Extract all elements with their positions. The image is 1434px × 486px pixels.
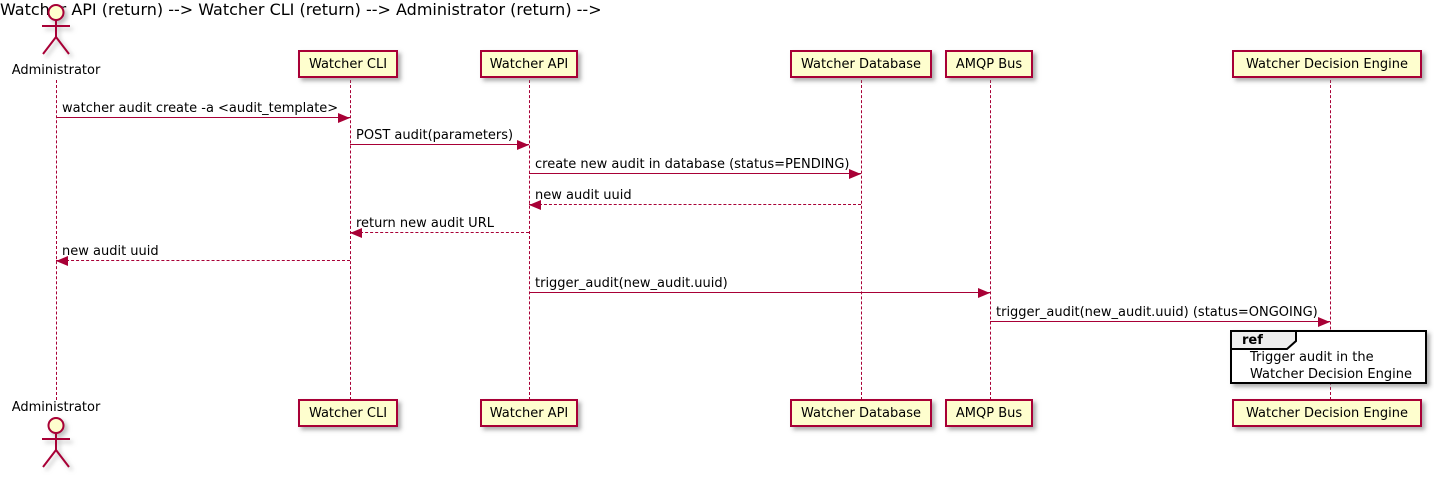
actor-label-top: Administrator	[11, 63, 101, 78]
participant-watcher-cli-top: Watcher CLI	[298, 50, 398, 78]
message-line	[56, 117, 350, 118]
message-line	[990, 321, 1330, 322]
arrowhead-icon	[529, 200, 541, 210]
participant-amqp-bus-top: AMQP Bus	[945, 50, 1033, 78]
ref-keyword: ref	[1242, 333, 1263, 348]
arrowhead-icon	[338, 113, 350, 123]
arrowhead-icon	[56, 256, 68, 266]
actor-icon	[42, 4, 70, 55]
message-label: new audit uuid	[62, 244, 159, 259]
participant-watcher-cli-bottom: Watcher CLI	[298, 399, 398, 427]
lifeline-watcher-database	[861, 80, 862, 400]
ref-fragment: ref Trigger audit in the Watcher Decisio…	[1230, 330, 1427, 384]
participant-watcher-api-top: Watcher API	[480, 50, 578, 78]
message-label: watcher audit create -a <audit_template>	[62, 101, 339, 116]
participant-amqp-bus-bottom: AMQP Bus	[945, 399, 1033, 427]
message-line	[529, 204, 861, 205]
arrowhead-icon	[1318, 317, 1330, 327]
participant-watcher-decision-engine-top: Watcher Decision Engine	[1232, 50, 1422, 78]
message-label: create new audit in database (status=PEN…	[535, 157, 850, 172]
message-label: return new audit URL	[356, 216, 494, 231]
message-label: new audit uuid	[535, 188, 632, 203]
ref-text-line1: Trigger audit in the	[1250, 350, 1374, 365]
lifeline-amqp-bus	[990, 80, 991, 400]
message-line	[350, 232, 529, 233]
message-label: trigger_audit(new_audit.uuid) (status=ON…	[996, 305, 1318, 320]
actor-label-bottom: Administrator	[11, 400, 101, 415]
arrowhead-icon	[978, 288, 990, 298]
message-label: trigger_audit(new_audit.uuid)	[535, 276, 728, 291]
lifeline-watcher-api	[529, 80, 530, 400]
arrowhead-icon	[849, 169, 861, 179]
arrowhead-icon	[517, 140, 529, 150]
lifeline-administrator	[56, 80, 57, 400]
lifeline-watcher-cli	[350, 80, 351, 400]
message-line	[529, 173, 861, 174]
actor-icon	[42, 417, 70, 468]
participant-watcher-database-bottom: Watcher Database	[790, 399, 932, 427]
message-line	[350, 144, 529, 145]
participant-watcher-decision-engine-bottom: Watcher Decision Engine	[1232, 399, 1422, 427]
participant-watcher-database-top: Watcher Database	[790, 50, 932, 78]
message-label: POST audit(parameters)	[356, 128, 514, 143]
ref-header-shape	[1230, 330, 1297, 350]
participant-watcher-api-bottom: Watcher API	[480, 399, 578, 427]
arrowhead-icon	[350, 228, 362, 238]
ref-text-line2: Watcher Decision Engine	[1250, 367, 1412, 382]
message-line	[529, 292, 990, 293]
lifeline-watcher-decision-engine	[1330, 80, 1331, 400]
message-line	[56, 260, 350, 261]
